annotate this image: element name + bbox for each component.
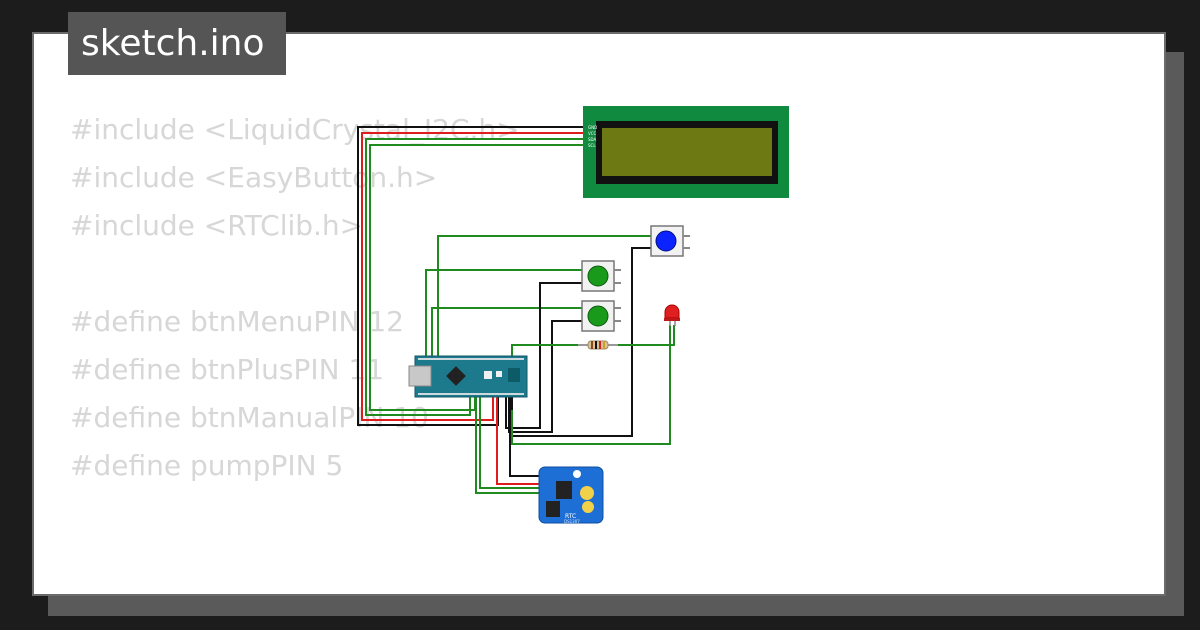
wire-btn-green2-signal: [431, 307, 584, 357]
wire-resistor-led: [612, 325, 675, 346]
lcd-pin-vcc: VCC: [588, 131, 597, 136]
code-line: #define btnMenuPIN 12: [70, 305, 404, 338]
rtc-label: RTC: [565, 513, 576, 520]
lcd-pin-scl: SCL: [588, 143, 596, 148]
nano-header-pins: [418, 358, 524, 395]
code-line: #include <RTClib.h>: [70, 209, 364, 242]
file-tab[interactable]: sketch.ino: [68, 12, 286, 75]
file-tab-label: sketch.ino: [81, 23, 265, 64]
code-line: #define btnPlusPIN 11: [70, 353, 385, 386]
wire-btn-blue-signal: [437, 235, 652, 357]
rtc-module[interactable]: RTC DS1307: [538, 466, 604, 524]
lcd-display[interactable]: GND VCC SDA SCL: [583, 106, 789, 198]
red-led[interactable]: [664, 304, 680, 326]
code-preview: #include <LiquidCrystal_I2C.h>#include <…: [70, 106, 520, 490]
blue-pushbutton[interactable]: [650, 225, 690, 257]
wire-lcd-vcc: [361, 132, 585, 421]
wire-rtc-scl: [475, 397, 542, 494]
code-line: #define btnManualPIN 10: [70, 401, 429, 434]
green-pushbutton-1[interactable]: [581, 260, 621, 292]
resistor[interactable]: [578, 340, 618, 350]
lcd-pin-sda: SDA: [588, 137, 597, 142]
green-pushbutton-2[interactable]: [581, 300, 621, 332]
lcd-pin-labels: GND VCC SDA SCL: [588, 125, 597, 148]
rtc-sublabel: DS1307: [564, 519, 580, 524]
wire-rtc-sda: [479, 397, 542, 489]
wire-rtc-vcc: [496, 397, 542, 485]
code-line: #include <EasyButton.h>: [70, 161, 438, 194]
wire-btn-green1-signal: [425, 269, 584, 357]
code-line: #define pumpPIN 5: [70, 449, 344, 482]
lcd-pin-gnd: GND: [588, 125, 597, 130]
wire-rtc-gnd: [509, 397, 542, 477]
wires: [357, 126, 675, 494]
arduino-nano-board[interactable]: [408, 355, 528, 398]
wire-btn-green1-gnd: [505, 282, 584, 429]
wire-resistor-board: [511, 344, 584, 357]
wire-led-gnd: [511, 325, 671, 445]
